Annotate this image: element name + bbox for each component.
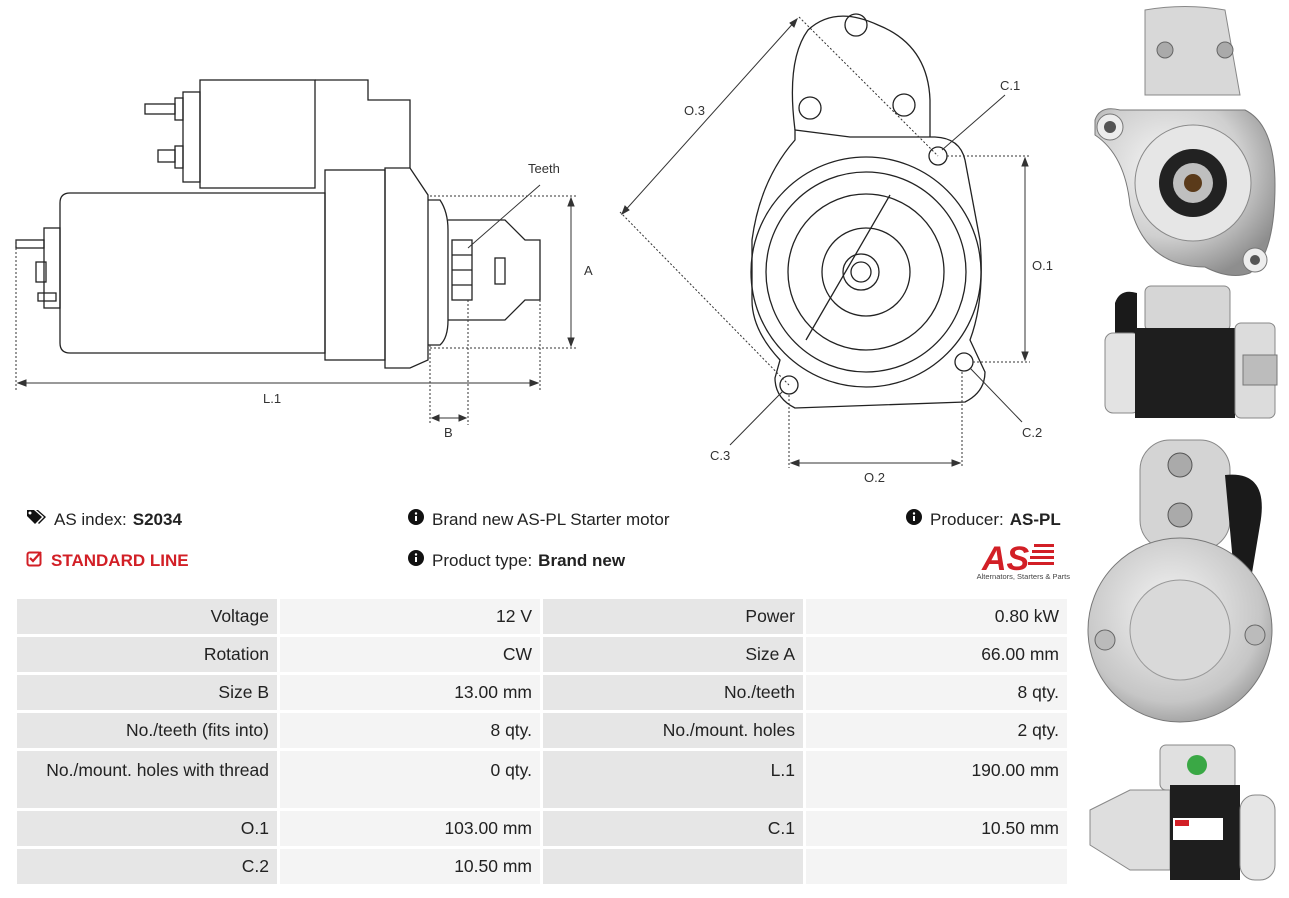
spec-label: Size A: [540, 634, 806, 675]
flange-body: [751, 129, 986, 409]
spec-value: 2 qty.: [803, 710, 1070, 751]
info-icon: [906, 509, 922, 530]
label-c3: C.3: [710, 448, 730, 463]
solenoid-body: [199, 79, 316, 189]
spec-table: Voltage 12 V Power 0.80 kW Rotation CW S…: [14, 596, 1070, 887]
spec-value: 10.50 mm: [277, 846, 543, 887]
spec-value: 8 qty.: [803, 672, 1070, 713]
spec-label: C.2: [14, 846, 280, 887]
hole-c3: [779, 375, 799, 395]
as-pl-logo: AS: [981, 540, 1054, 578]
standard-line-label: STANDARD LINE: [51, 551, 189, 570]
spec-label: No./teeth (fits into): [14, 710, 280, 751]
producer-row: Producer: AS-PL: [906, 509, 1061, 530]
spec-label: Voltage: [14, 596, 280, 637]
label-o1: O.1: [1032, 258, 1053, 273]
product-type-row: Product type: Brand new: [408, 550, 625, 571]
table-row: No./mount. holes with thread 0 qty. L.1 …: [14, 748, 1070, 811]
spec-value: 0.80 kW: [803, 596, 1070, 637]
spec-value: 190.00 mm: [803, 748, 1070, 811]
product-photo-side: [1104, 285, 1278, 419]
product-photo-front: [1094, 6, 1276, 276]
as-index-value: S2034: [132, 509, 182, 529]
producer-value: AS-PL: [1009, 509, 1061, 529]
description-text: Brand new AS-PL Starter motor: [432, 509, 670, 529]
table-row: O.1 103.00 mm C.1 10.50 mm: [14, 808, 1070, 849]
spec-value: 13.00 mm: [277, 672, 543, 713]
spec-label: [540, 846, 806, 887]
spec-value: 12 V: [277, 596, 543, 637]
standard-line-row: STANDARD LINE: [26, 550, 189, 572]
label-o2: O.2: [864, 470, 885, 485]
spec-label: C.1: [540, 808, 806, 849]
spec-label: No./teeth: [540, 672, 806, 713]
spec-label: Power: [540, 596, 806, 637]
info-icon: [408, 509, 424, 530]
spec-label: No./mount. holes with thread: [14, 748, 280, 811]
label-teeth: Teeth: [528, 161, 560, 176]
product-type-value: Brand new: [538, 550, 626, 570]
spec-value: [803, 846, 1070, 887]
spec-label: O.1: [14, 808, 280, 849]
product-type-label: Product type:: [432, 550, 533, 570]
logo-caption: Alternators, Starters & Parts: [976, 572, 1070, 581]
spec-value: 103.00 mm: [277, 808, 543, 849]
flange-top: [791, 15, 931, 137]
table-row: Size B 13.00 mm No./teeth 8 qty.: [14, 672, 1070, 713]
housing-outer-ring: [750, 156, 982, 388]
motor-body: [59, 192, 326, 354]
spec-label: Size B: [14, 672, 280, 713]
table-row: C.2 10.50 mm: [14, 846, 1070, 887]
product-photo-rear: [1087, 439, 1273, 723]
label-l1: L.1: [263, 391, 281, 406]
logo-text: AS: [981, 540, 1030, 578]
spec-label: Rotation: [14, 634, 280, 675]
spec-value: 8 qty.: [277, 710, 543, 751]
label-c2: C.2: [1022, 425, 1042, 440]
checkbox-checked-icon: [26, 550, 43, 572]
info-icon: [408, 550, 424, 571]
spec-value: 66.00 mm: [803, 634, 1070, 675]
tags-icon: [26, 509, 46, 530]
table-row: Voltage 12 V Power 0.80 kW: [14, 596, 1070, 637]
technical-drawing: Teeth A B L.1 O.3 C.1: [15, 13, 1053, 485]
label-o3: O.3: [684, 103, 705, 118]
spec-value: 10.50 mm: [803, 808, 1070, 849]
spec-value: CW: [277, 634, 543, 675]
label-c1: C.1: [1000, 78, 1020, 93]
label-b: B: [444, 425, 453, 440]
spec-label: L.1: [540, 748, 806, 811]
producer-label: Producer:: [930, 509, 1004, 529]
spec-label: No./mount. holes: [540, 710, 806, 751]
description-row: Brand new AS-PL Starter motor: [408, 509, 669, 530]
product-photo-label-side: [1089, 744, 1276, 881]
as-index-label: AS index:: [54, 509, 127, 529]
label-a: A: [584, 263, 593, 278]
table-row: Rotation CW Size A 66.00 mm: [14, 634, 1070, 675]
as-index-row: AS index: S2034: [26, 509, 182, 530]
table-row: No./teeth (fits into) 8 qty. No./mount. …: [14, 710, 1070, 751]
spec-value: 0 qty.: [277, 748, 543, 811]
